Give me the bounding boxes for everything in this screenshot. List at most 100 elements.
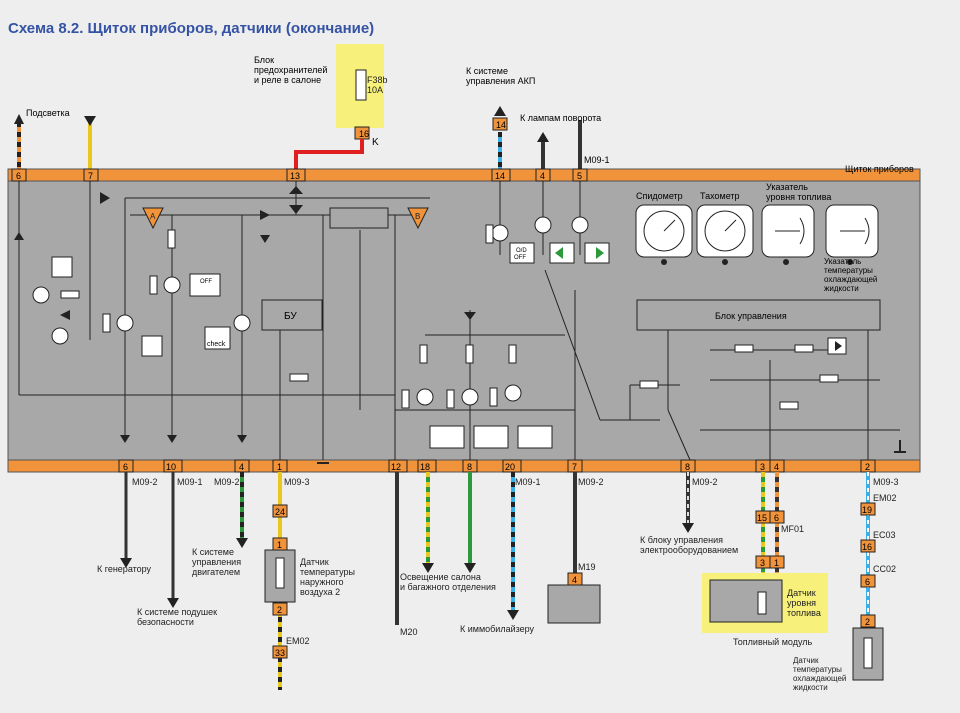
svg-text:EM02: EM02: [873, 493, 897, 503]
arrow-down-icon: [167, 435, 177, 443]
coolant-label-3: охлаждающей: [793, 674, 846, 683]
svg-text:K: K: [372, 137, 379, 148]
fuel-sensor-label-3: топлива: [787, 608, 821, 618]
svg-text:20: 20: [505, 462, 515, 472]
arrow-down-icon: [236, 538, 248, 548]
svg-text:6: 6: [774, 513, 779, 523]
svg-text:БУ: БУ: [284, 311, 297, 322]
bulb-icon: [163, 276, 181, 294]
fuse-rating: 10A: [367, 85, 383, 95]
svg-text:5: 5: [577, 171, 582, 181]
svg-text:M09-2: M09-2: [132, 477, 158, 487]
bulb-icon: [504, 384, 522, 402]
svg-text:2: 2: [277, 605, 282, 615]
air-temp-label-3: наружного: [300, 577, 344, 587]
engine-label-1: К системе: [192, 547, 234, 557]
svg-text:OFF: OFF: [200, 279, 212, 285]
svg-text:Топливный модуль: Топливный модуль: [733, 637, 813, 647]
arrow-down-icon: [682, 523, 694, 533]
bulb-icon: [461, 388, 479, 406]
arrow-down-icon: [120, 435, 130, 443]
pin-akp: [492, 117, 508, 131]
body-ecu-label-2: электрооборудованием: [640, 545, 738, 555]
top-pins: 6 7 13 14 4 5: [11, 168, 588, 182]
svg-text:M09-2: M09-2: [214, 477, 240, 487]
svg-text:M09-1: M09-1: [515, 477, 541, 487]
svg-text:M09-2: M09-2: [578, 477, 604, 487]
arrow-down-icon: [237, 435, 247, 443]
svg-text:4: 4: [239, 462, 244, 472]
svg-text:7: 7: [88, 171, 93, 181]
svg-text:B: B: [415, 212, 420, 221]
bu-block: [261, 299, 323, 331]
svg-text:Блок управления: Блок управления: [715, 311, 787, 321]
interior-label-1: Освещение салона: [400, 572, 481, 582]
svg-text:6: 6: [16, 171, 21, 181]
svg-text:4: 4: [540, 171, 545, 181]
bulb-icon: [416, 388, 434, 406]
arrow-down-icon: [422, 563, 434, 573]
top-bus: [7, 168, 921, 182]
arrow-up-icon: [537, 132, 549, 142]
bulb-icon: [534, 216, 552, 234]
m19-device: [547, 584, 601, 624]
body-ecu-label-1: К блоку управления: [640, 535, 723, 545]
bulb-icon: [32, 286, 50, 304]
air-temp-label-4: воздуха 2: [300, 587, 340, 597]
panel-label: Щиток приборов: [845, 164, 914, 174]
bulb-icon: [233, 314, 251, 332]
lamp-a-icon: [142, 207, 164, 230]
arrow-down-icon: [507, 610, 519, 620]
svg-text:3: 3: [760, 462, 765, 472]
svg-text:2: 2: [865, 462, 870, 472]
arrow-down-icon: [464, 563, 476, 573]
arrow-down-icon: [120, 558, 132, 568]
relay-block: [329, 207, 389, 229]
fuse-label-2: предохранителей: [254, 65, 327, 75]
resistors: [60, 224, 839, 410]
conn-top: M09-1: [584, 155, 610, 165]
check-engine-icon: [204, 326, 231, 350]
svg-text:12: 12: [391, 462, 401, 472]
svg-text:16: 16: [359, 129, 369, 139]
svg-text:EM02: EM02: [286, 636, 310, 646]
ground-icons: [317, 440, 906, 464]
airbag-off-icon: [189, 273, 221, 297]
svg-text:M09-3: M09-3: [873, 477, 899, 487]
fuel-sensor-label-1: Датчик: [787, 588, 816, 598]
air-temp-label-2: температуры: [300, 567, 355, 577]
bulb-icon: [116, 314, 134, 332]
coolant-label-2: температуры: [793, 665, 842, 674]
svg-text:CC02: CC02: [873, 564, 896, 574]
bottom-wires: [120, 472, 870, 690]
svg-text:A: A: [150, 212, 156, 221]
svg-text:33: 33: [275, 648, 285, 658]
svg-text:3: 3: [760, 558, 765, 568]
fuse-label-3: и реле в салоне: [254, 75, 321, 85]
airbag-label-2: безопасности: [137, 617, 194, 627]
tacho-label: Тахометр: [700, 191, 740, 201]
bulb-icon: [51, 327, 69, 345]
illum-icon: [51, 256, 73, 278]
fuse-label-1: Блок: [254, 55, 274, 65]
diodes: [14, 186, 476, 443]
page-title: Схема 8.2. Щиток приборов, датчики (окон…: [8, 20, 375, 37]
red-wire: [294, 139, 364, 172]
fuse-id: F38b: [367, 75, 388, 85]
svg-text:4: 4: [774, 462, 779, 472]
air-temp-label-1: Датчик: [300, 557, 329, 567]
fuse-symbol: [355, 69, 367, 101]
arrow-up-icon: [14, 114, 24, 124]
arrow-down-icon: [84, 116, 96, 126]
wire-pins: 24 1 2 33 4 15 6 3 1 19 16 6 2: [272, 502, 876, 659]
svg-text:M09-2: M09-2: [692, 477, 718, 487]
svg-text:16: 16: [862, 542, 872, 552]
svg-text:4: 4: [572, 575, 577, 585]
